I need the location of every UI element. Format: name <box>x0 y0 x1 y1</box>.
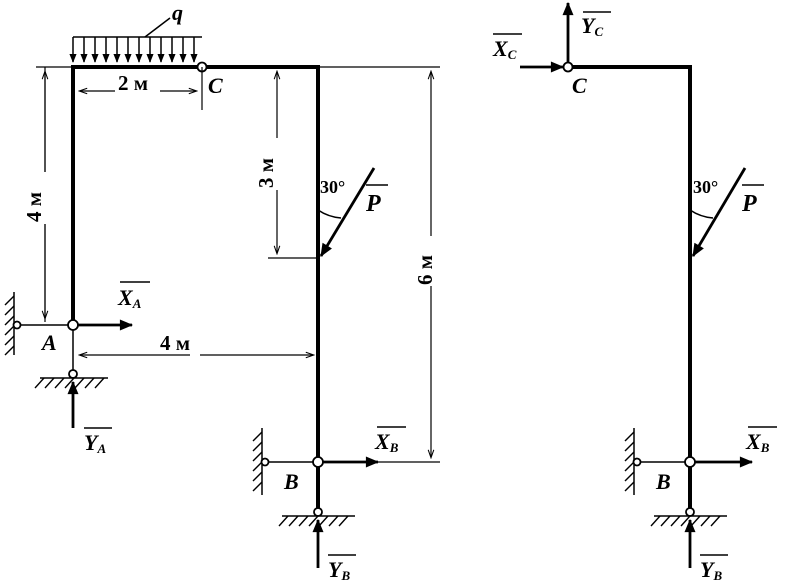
dimension-p-offset: 3 м <box>250 66 318 259</box>
svg-text:XB: XB <box>374 429 399 455</box>
reaction-xb: XB <box>323 426 406 468</box>
dimension-b-height: 6 м <box>318 66 440 463</box>
left-frame: q C 2 м 4 м 3 м <box>4 0 440 583</box>
force-p-label: P <box>365 191 381 217</box>
fb-p-angle-label: 30° <box>693 177 718 197</box>
reaction-xa: XA <box>78 281 150 331</box>
point-c-label: C <box>208 73 223 98</box>
point-b-label: B <box>283 469 299 494</box>
support-a: A <box>4 292 108 389</box>
hinge-b <box>312 456 324 468</box>
fb-point-b-label: B <box>655 469 671 494</box>
support-b: B <box>252 428 355 527</box>
reaction-xc: XC <box>492 33 565 73</box>
point-a-label: A <box>40 330 57 355</box>
fb-hinge-b <box>684 456 696 468</box>
reaction-yc: YC <box>562 1 611 62</box>
dim-span-label: 4 м <box>160 331 190 355</box>
dim-b-height-label: 6 м <box>413 255 437 285</box>
distributed-load: q <box>69 0 202 63</box>
right-free-body: C XC YC 30° P <box>492 1 777 583</box>
reaction-ya: YA <box>67 380 112 456</box>
dim-a-height-label: 4 м <box>22 192 46 222</box>
dimension-q-length: 2 м <box>80 67 203 110</box>
load-q-label: q <box>172 0 183 25</box>
svg-text:YB: YB <box>328 557 350 583</box>
svg-text:YC: YC <box>581 13 603 39</box>
dimension-span: 4 м <box>80 331 313 355</box>
dim-q-length-label: 2 м <box>118 71 148 95</box>
dimension-a-height: 4 м <box>22 66 73 322</box>
fb-force-p-label: P <box>741 191 757 217</box>
svg-text:YB: YB <box>700 557 722 583</box>
fb-reaction-yb: YB <box>684 518 728 583</box>
fb-support-b: B <box>624 428 727 527</box>
p-angle-label: 30° <box>320 177 345 197</box>
fb-force-p: 30° P <box>689 167 764 258</box>
fb-reaction-xb: XB <box>695 426 777 468</box>
fb-point-c-label: C <box>572 73 587 98</box>
fb-hinge-c <box>562 61 574 73</box>
force-p: 30° P <box>317 167 388 258</box>
svg-text:YA: YA <box>84 430 106 456</box>
svg-text:XA: XA <box>117 285 142 311</box>
dim-p-offset-label: 3 м <box>254 158 278 188</box>
svg-text:XB: XB <box>745 429 770 455</box>
hinge-a <box>67 319 79 331</box>
reaction-yb: YB <box>312 518 356 583</box>
svg-text:XC: XC <box>492 36 517 62</box>
